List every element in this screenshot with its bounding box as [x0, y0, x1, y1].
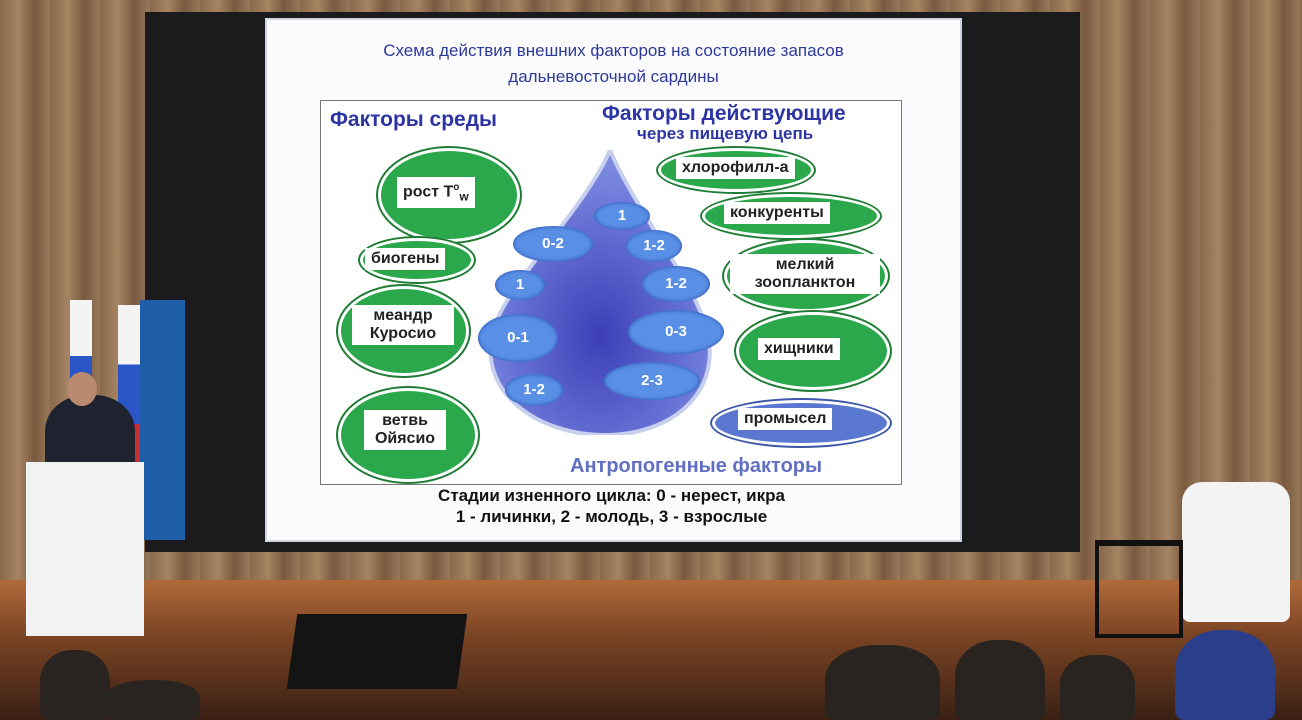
label-temperature-text: рост T: [403, 183, 454, 201]
cloud-stage: 0-1: [478, 314, 558, 362]
cloud-stage: 1-2: [642, 266, 710, 302]
audience-member: [1175, 630, 1275, 720]
footer-line1: Стадии изненного цикла: 0 - нерест, икра: [438, 486, 785, 505]
cloud-stage: 1: [495, 270, 545, 300]
anthro-header: Антропогенные факторы: [570, 455, 823, 477]
cloud-stage: 0-3: [628, 310, 724, 354]
label-zooplankton: мелкий зоопланктон: [730, 254, 880, 294]
slide-footer: Стадии изненного цикла: 0 - нерест, икра…: [270, 485, 953, 527]
speaker: [45, 395, 135, 475]
cloud-stage: 2-3: [604, 362, 700, 400]
slide-title-line2: дальневосточной сардины: [508, 67, 719, 86]
food-factors-subheader: через пищевую цепь: [637, 124, 814, 143]
flag-sco: [140, 300, 185, 540]
side-table: [1095, 540, 1183, 638]
label-temperature: рост Tow: [397, 177, 475, 208]
footer-line2: 1 - личинки, 2 - молодь, 3 - взрослые: [455, 507, 768, 526]
label-competitors: конкуренты: [724, 202, 830, 224]
audience-member: [825, 645, 940, 720]
label-fishing: промысел: [738, 408, 833, 430]
cloud-stage: 0-2: [513, 226, 593, 262]
cloud-stage: 1-2: [626, 230, 682, 262]
label-oyashio: ветвь Ойясио: [364, 410, 446, 450]
slide-title-line1: Схема действия внешних факторов на состо…: [383, 41, 844, 60]
audience-member: [955, 640, 1045, 720]
label-temperature-sub: w: [459, 189, 469, 204]
food-factors-header: Факторы действующие: [602, 102, 846, 125]
cloud-stage: 1: [594, 202, 650, 230]
podium: [26, 462, 144, 636]
label-predators: хищники: [758, 338, 840, 360]
audience-member: [40, 650, 110, 720]
label-chlorophyll: хлорофилл-а: [676, 157, 795, 179]
label-biogens: биогены: [365, 248, 446, 270]
label-temperature-sup: o: [453, 182, 460, 193]
music-stand: [286, 614, 468, 689]
armchair: [1182, 482, 1290, 622]
bubble-oyashio: [338, 388, 478, 482]
audience-member: [105, 680, 200, 720]
env-factors-header: Факторы среды: [330, 108, 497, 131]
audience-member: [1060, 655, 1135, 720]
cloud-stage: 1-2: [505, 374, 563, 406]
speaker-head: [67, 372, 97, 406]
slide-title: Схема действия внешних факторов на состо…: [267, 38, 960, 90]
label-kuroshio: меандр Куросио: [352, 305, 454, 345]
